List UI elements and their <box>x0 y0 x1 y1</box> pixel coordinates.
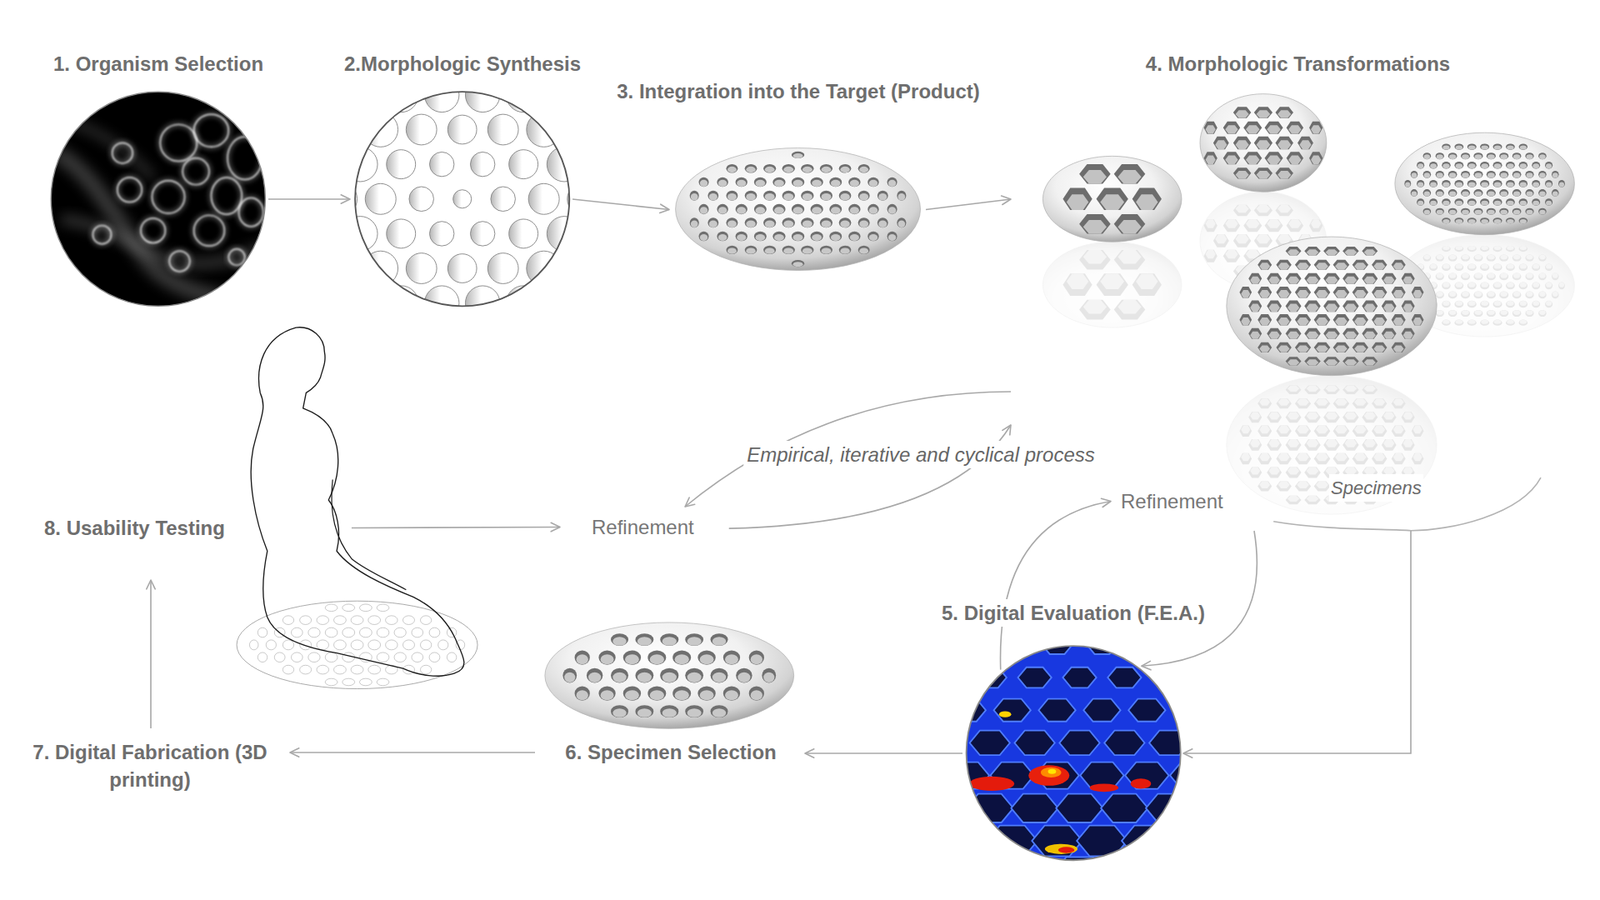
flow-connector <box>1000 498 1111 670</box>
process-note: Empirical, iterative and cyclical proces… <box>743 440 1098 469</box>
step-text: 8. Usability Testing <box>42 514 227 542</box>
connector-line <box>572 199 670 210</box>
arrowhead <box>1101 498 1112 507</box>
flow-connector <box>268 195 350 204</box>
arrowhead <box>1183 749 1193 758</box>
arrowhead <box>1002 425 1011 435</box>
group-caption: Specimens <box>1329 474 1424 502</box>
figure-arm <box>331 480 406 590</box>
flow-connector <box>925 195 1011 210</box>
flow-connector <box>805 749 963 758</box>
flow-connector <box>146 580 155 729</box>
step-heading: 6. Specimen Selection <box>563 738 778 766</box>
specimen-group: 4. Morphologic TransformationsSpecimens <box>1012 87 1584 531</box>
connector-line <box>925 199 1011 210</box>
arrowhead <box>1001 195 1011 205</box>
synth-illustration <box>355 91 570 307</box>
connector-line <box>805 752 963 755</box>
refinement-text: Refinement <box>1119 487 1225 515</box>
flow-connector <box>572 199 670 214</box>
arrowhead <box>660 204 670 213</box>
organism-illustration <box>50 91 266 307</box>
step-heading: 7. Digital Fabrication (3D printing) <box>16 738 284 794</box>
connector-line <box>351 527 560 529</box>
arrowhead <box>1141 660 1151 670</box>
step-heading: 2.Morphologic Synthesis <box>342 50 583 78</box>
refinement-label: Refinement <box>590 513 696 541</box>
connector-line <box>1000 501 1111 670</box>
step-heading: 4. Morphologic Transformations <box>1144 50 1452 78</box>
product-illustration <box>675 148 921 271</box>
connector-line <box>268 198 350 200</box>
step-heading: 5. Digital Evaluation (F.E.A.) <box>940 599 1207 627</box>
arrowhead <box>290 748 300 757</box>
product-shape: 3. Integration into the Target (Product) <box>675 148 921 271</box>
flow-connector <box>1183 530 1411 758</box>
arrowhead <box>685 497 695 507</box>
connector-line <box>1183 530 1411 754</box>
flow-connector <box>351 522 560 532</box>
fea-circle: 5. Digital Evaluation (F.E.A.) <box>965 645 1181 861</box>
specimens-illustration <box>1012 87 1584 531</box>
step-heading: 3. Integration into the Target (Product) <box>613 77 984 105</box>
refinement-label: Refinement <box>1119 487 1225 515</box>
arrowhead <box>340 195 350 204</box>
connector-line <box>150 580 152 729</box>
step-heading: 1. Organism Selection <box>51 50 265 78</box>
refinement-text: Refinement <box>590 513 696 541</box>
flow-connector <box>290 748 535 757</box>
selected-specimen: 6. Specimen Selection <box>541 620 800 766</box>
step-heading: 8. Usability Testing <box>42 514 227 542</box>
connector-line <box>290 751 535 754</box>
arrowhead <box>805 749 815 758</box>
synthesis-circle: 2.Morphologic Synthesis <box>355 91 570 307</box>
arrowhead <box>550 522 560 532</box>
organism-circle: 1. Organism Selection <box>50 91 266 307</box>
fea-illustration <box>965 645 1181 861</box>
arrowhead <box>146 580 155 590</box>
step-text: 7. Digital Fabrication (3D printing) <box>16 738 284 794</box>
seated-figure <box>250 327 465 676</box>
